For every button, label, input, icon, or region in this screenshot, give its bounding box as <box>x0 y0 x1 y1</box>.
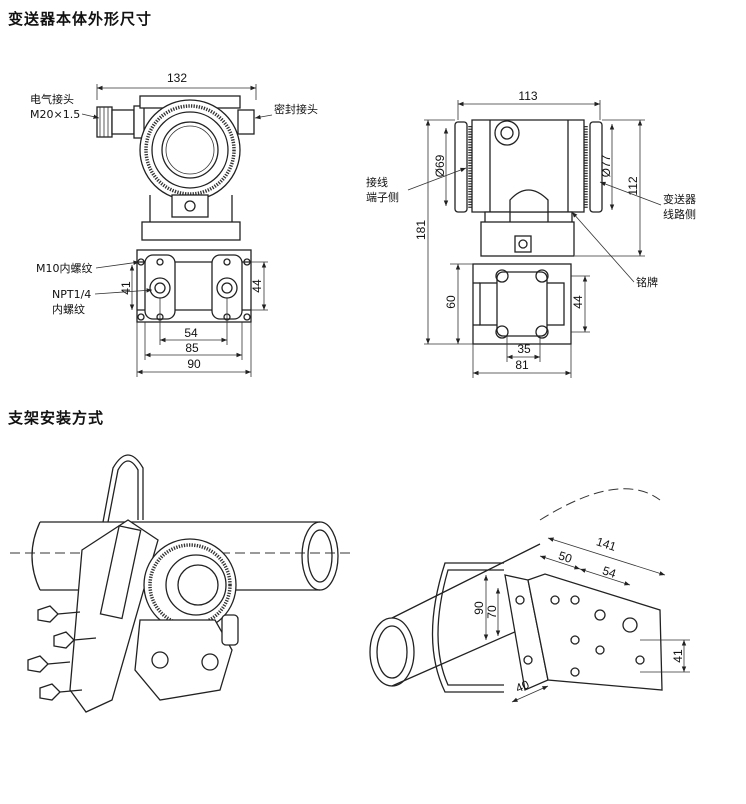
section-title-body-dimensions: 变送器本体外形尺寸 <box>8 10 153 28</box>
dim-35-side: 35 <box>517 342 531 356</box>
label-npt-internal-thread: 内螺纹 <box>52 302 85 316</box>
dim-40-bracket: 40 <box>513 677 531 695</box>
section-title-bracket-mounting: 支架安装方式 <box>8 409 105 427</box>
electrical-connector <box>96 105 145 139</box>
mounting-bolts <box>27 605 97 701</box>
dim-60-side: 60 <box>444 295 458 309</box>
bracket-mounting-right: 141 50 54 90 70 40 41 <box>369 488 690 703</box>
dim-dia-77: Ø77 <box>599 154 613 177</box>
label-electrical-connector: 电气接头 <box>30 92 74 106</box>
dim-113: 113 <box>518 89 537 103</box>
label-m20-thread: M20×1.5 <box>30 108 80 121</box>
side-view: 113 Ø69 Ø77 112 <box>366 89 696 378</box>
dim-44-side: 44 <box>571 295 585 309</box>
dim-70-bracket: 70 <box>485 605 499 619</box>
dim-90-bracket: 90 <box>472 601 486 615</box>
dim-54-front: 54 <box>184 326 198 340</box>
dim-181: 181 <box>414 220 428 240</box>
sealed-plug <box>237 109 255 135</box>
dim-85-front: 85 <box>185 341 199 355</box>
dim-44-front: 44 <box>250 279 264 293</box>
housing-cover <box>139 99 241 201</box>
label-terminal-side-2: 端子侧 <box>366 191 399 204</box>
dim-41-bracket: 41 <box>671 649 685 663</box>
bracket-mounting-left <box>10 454 350 713</box>
dim-41-front: 41 <box>119 281 133 295</box>
dim-112: 112 <box>626 176 640 195</box>
dim-81-side: 81 <box>515 358 529 372</box>
label-m10-thread: M10内螺纹 <box>36 261 93 275</box>
front-view: 132 <box>30 71 318 377</box>
label-circuit-side-2: 线路侧 <box>663 207 696 221</box>
dim-54-bracket: 54 <box>601 563 618 581</box>
label-npt-thread: NPT1/4 <box>52 288 91 301</box>
label-sealed-connector: 密封接头 <box>274 102 318 116</box>
dim-50-bracket: 50 <box>557 548 574 566</box>
label-circuit-side: 变送器 <box>663 192 696 206</box>
dim-141: 141 <box>595 534 619 554</box>
dim-132: 132 <box>167 71 187 85</box>
label-nameplate: 铭牌 <box>636 275 658 289</box>
label-terminal-side: 接线 <box>366 175 388 189</box>
dim-dia-69: Ø69 <box>433 154 447 177</box>
dim-90-front: 90 <box>187 357 201 371</box>
